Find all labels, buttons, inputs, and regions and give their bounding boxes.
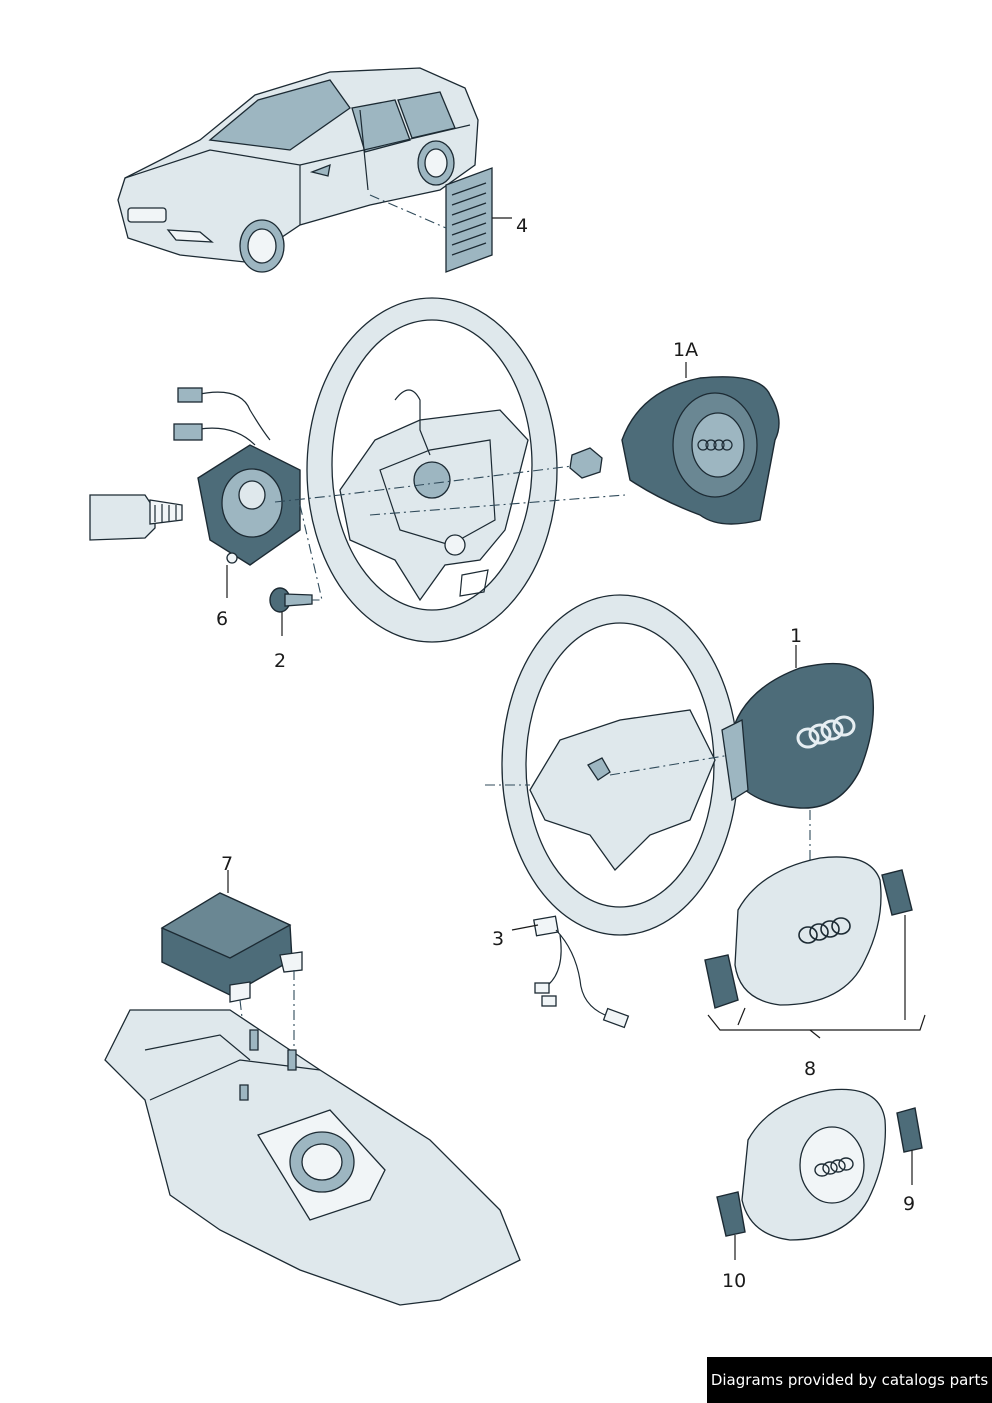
steering-column xyxy=(89,494,183,541)
callout-8: 8 xyxy=(804,1058,816,1080)
callout-1: 1 xyxy=(790,625,802,647)
callout-2: 2 xyxy=(274,650,286,672)
callout-9: 9 xyxy=(903,1193,915,1215)
airbag-unit-9-10 xyxy=(716,1088,923,1241)
nut xyxy=(569,447,603,479)
clock-spring-harness xyxy=(173,387,271,446)
credits-banner: Diagrams provided by catalogs parts xyxy=(707,1357,992,1403)
clock-spring xyxy=(197,444,301,566)
airbag-unit-1A xyxy=(621,376,780,525)
airbag-unit-8 xyxy=(704,856,913,1009)
callout-1A: 1A xyxy=(673,339,698,361)
callout-4: 4 xyxy=(516,215,528,237)
warning-label-plate xyxy=(445,167,493,273)
callout-lines xyxy=(226,217,926,1260)
steering-wheel-lower xyxy=(501,594,739,936)
airbag-unit-1 xyxy=(721,662,874,809)
car-illustration xyxy=(117,67,479,273)
callout-10: 10 xyxy=(722,1270,746,1292)
center-console xyxy=(104,1009,521,1306)
callout-3: 3 xyxy=(492,928,504,950)
wiring-harness xyxy=(533,915,630,1029)
callout-7: 7 xyxy=(221,853,233,875)
callout-6: 6 xyxy=(216,608,228,630)
bolt xyxy=(269,587,313,613)
airbag-control-unit xyxy=(160,892,303,1003)
steering-wheel-upper xyxy=(306,297,558,643)
